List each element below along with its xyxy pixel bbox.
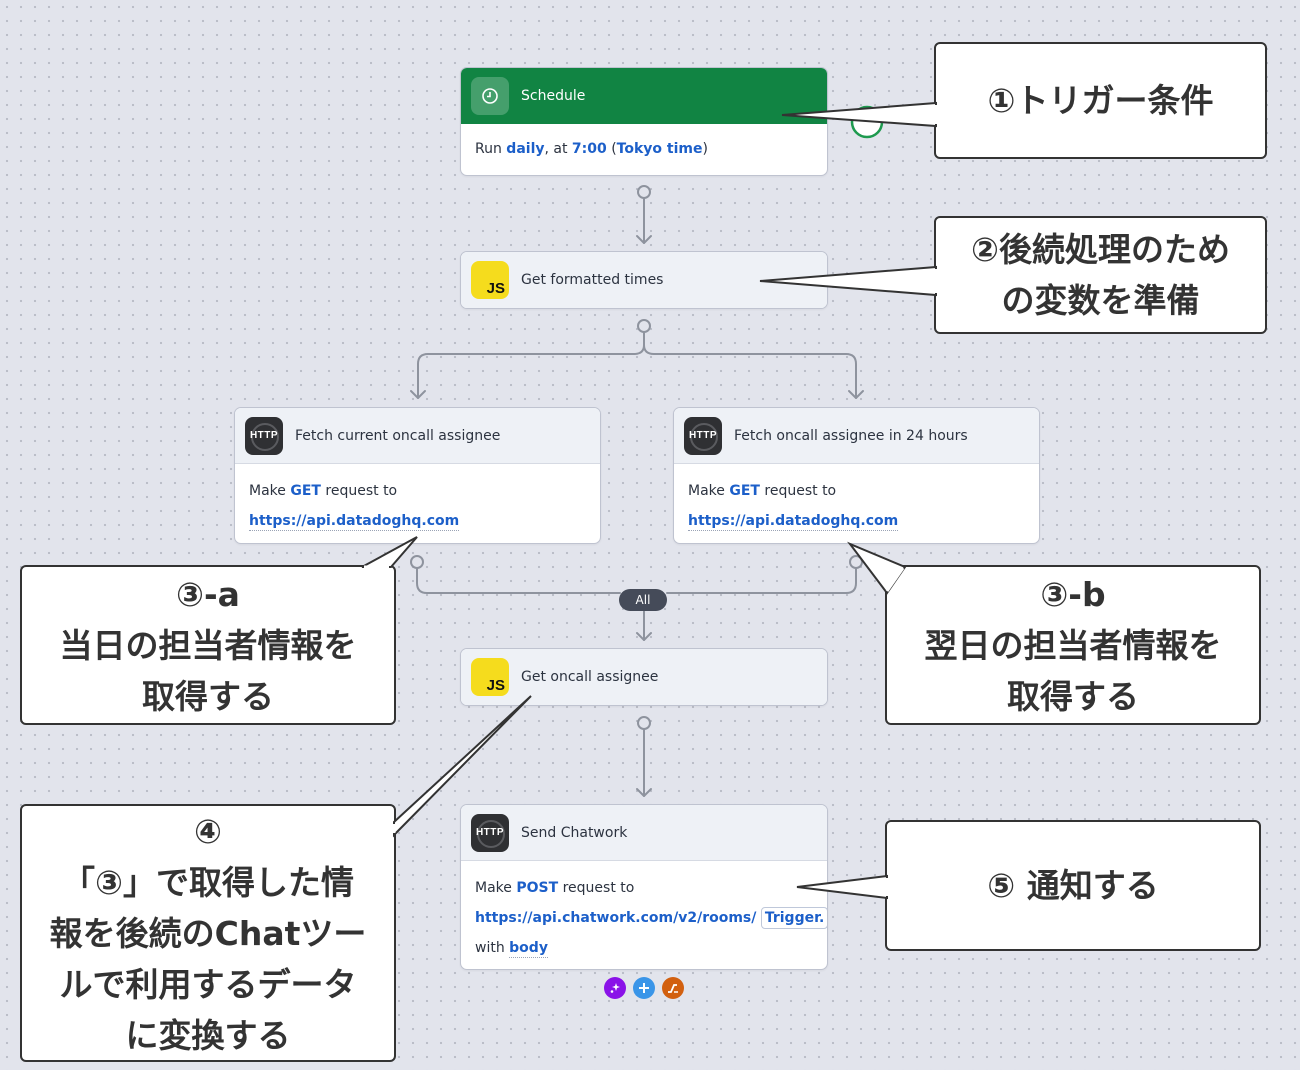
request-to-label: request to	[558, 880, 635, 896]
request-url[interactable]: https://api.chatwork.com/v2/rooms/	[475, 910, 757, 926]
add-step-button[interactable]	[633, 977, 655, 999]
callout-line: 取得する	[1007, 676, 1139, 716]
with-label: with	[475, 940, 510, 956]
sparkle-icon	[610, 983, 620, 993]
http-icon-label: HTTP	[688, 430, 718, 441]
node-body: Make GET request to https://api.datadogh…	[674, 464, 1039, 543]
schedule-run-label: Run	[475, 141, 507, 157]
stairs-icon	[668, 984, 678, 993]
http-icon-label: HTTP	[475, 827, 505, 838]
callout-line: の変数を準備	[1001, 281, 1200, 320]
callout-line: 取得する	[142, 676, 274, 716]
js-icon: JS	[471, 658, 509, 696]
request-body-link[interactable]: body	[509, 940, 548, 958]
request-url[interactable]: https://api.datadoghq.com	[249, 513, 460, 531]
plus-icon	[639, 983, 649, 993]
ai-assist-button[interactable]	[604, 977, 626, 999]
node-title: Fetch oncall assignee in 24 hours	[734, 427, 968, 444]
connector-merge-right	[666, 567, 857, 594]
js-icon: JS	[471, 261, 509, 299]
schedule-frequency[interactable]: daily	[506, 141, 545, 157]
http-icon-label: HTTP	[249, 430, 279, 441]
request-to-label: request to	[759, 483, 837, 499]
connector-merge-left	[416, 567, 621, 594]
schedule-timezone[interactable]: Tokyo time	[616, 141, 703, 157]
output-port[interactable]	[637, 716, 651, 730]
callout-fetch-today: ③-a 当日の担当者情報を 取得する	[20, 565, 396, 725]
schedule-node[interactable]: Schedule Run daily, at 7:00 (Tokyo time)	[460, 67, 828, 176]
node-header: JS Get formatted times	[461, 252, 827, 308]
connector-arrowhead	[410, 390, 426, 399]
node-header: HTTP Fetch oncall assignee in 24 hours	[674, 408, 1039, 464]
get-formatted-times-node[interactable]: JS Get formatted times	[460, 251, 828, 309]
output-port[interactable]	[637, 319, 651, 333]
callout-line: 報を後続のChatツー	[49, 913, 367, 953]
js-icon-label: JS	[486, 280, 505, 297]
callout-line: ①トリガー条件	[987, 81, 1214, 120]
node-title: Send Chatwork	[521, 824, 628, 841]
node-title: Get formatted times	[521, 272, 664, 288]
schedule-at-label: , at	[544, 141, 572, 157]
callout-line: ③-b	[1040, 574, 1106, 614]
http-icon: HTTP	[245, 416, 283, 455]
node-body: Run daily, at 7:00 (Tokyo time)	[461, 124, 827, 172]
get-oncall-assignee-node[interactable]: JS Get oncall assignee	[460, 648, 828, 706]
http-method[interactable]: POST	[516, 880, 559, 896]
node-title: Fetch current oncall assignee	[295, 427, 501, 444]
callout-line: ルで利用するデータ	[59, 964, 357, 1004]
callout-line: に変換する	[125, 1015, 291, 1055]
make-label: Make	[249, 483, 291, 499]
callout-fetch-tomorrow: ③-b 翌日の担当者情報を 取得する	[885, 565, 1261, 725]
request-url[interactable]: https://api.datadoghq.com	[688, 513, 899, 531]
callout-trigger-condition: ①トリガー条件	[934, 42, 1267, 159]
callout-line: 翌日の担当者情報を	[924, 625, 1222, 665]
make-label: Make	[688, 483, 730, 499]
connector-arrowhead	[636, 788, 652, 797]
callout-line: ⑤ 通知する	[987, 866, 1159, 905]
http-icon: HTTP	[471, 813, 509, 852]
output-port[interactable]	[410, 555, 424, 569]
node-header: HTTP Fetch current oncall assignee	[235, 408, 600, 464]
output-port[interactable]	[849, 555, 863, 569]
trigger-variable-pill[interactable]: Trigger.	[760, 907, 827, 929]
output-port[interactable]	[637, 185, 651, 199]
js-icon-label: JS	[486, 677, 505, 694]
node-body: Make GET request to https://api.datadogh…	[235, 464, 600, 543]
callout-line: 「③」で取得した情	[62, 862, 354, 902]
send-chatwork-node[interactable]: HTTP Send Chatwork Make POST request to …	[460, 804, 828, 970]
callout-line: 当日の担当者情報を	[59, 625, 357, 665]
make-label: Make	[475, 880, 517, 896]
node-title: Schedule	[521, 88, 586, 104]
paren-open: (	[606, 141, 617, 157]
callout-prepare-variables: ②後続処理のため の変数を準備	[934, 216, 1267, 334]
callout-line: ③-a	[176, 574, 240, 614]
node-title: Get oncall assignee	[521, 669, 659, 685]
fetch-oncall-24h-node[interactable]: HTTP Fetch oncall assignee in 24 hours M…	[673, 407, 1040, 544]
node-header: HTTP Send Chatwork	[461, 805, 827, 861]
callout-line: ②後続処理のため	[971, 230, 1230, 269]
node-body: Make POST request to https://api.chatwor…	[461, 861, 827, 969]
end-button[interactable]	[662, 977, 684, 999]
clock-icon	[471, 77, 509, 115]
join-all-badge[interactable]: All	[619, 589, 667, 611]
request-to-label: request to	[320, 483, 398, 499]
node-header: JS Get oncall assignee	[461, 649, 827, 705]
http-method[interactable]: GET	[290, 483, 321, 499]
http-method[interactable]: GET	[729, 483, 760, 499]
schedule-time[interactable]: 7:00	[571, 141, 607, 157]
connector-branch-right	[643, 344, 857, 399]
fetch-current-oncall-node[interactable]: HTTP Fetch current oncall assignee Make …	[234, 407, 601, 544]
callout-transform-data: ④ 「③」で取得した情 報を後続のChatツー ルで利用するデータ に変換する	[20, 804, 396, 1062]
node-header: Schedule	[461, 68, 827, 124]
run-trigger-icon[interactable]	[850, 105, 884, 139]
callout-line: ④	[194, 811, 222, 851]
callout-notify: ⑤ 通知する	[885, 820, 1261, 951]
paren-close: )	[702, 141, 708, 157]
connector-arrowhead	[848, 390, 864, 399]
connector-arrowhead	[636, 235, 652, 244]
connector-arrowhead	[636, 632, 652, 641]
http-icon: HTTP	[684, 416, 722, 455]
connector-branch-left	[417, 344, 645, 399]
